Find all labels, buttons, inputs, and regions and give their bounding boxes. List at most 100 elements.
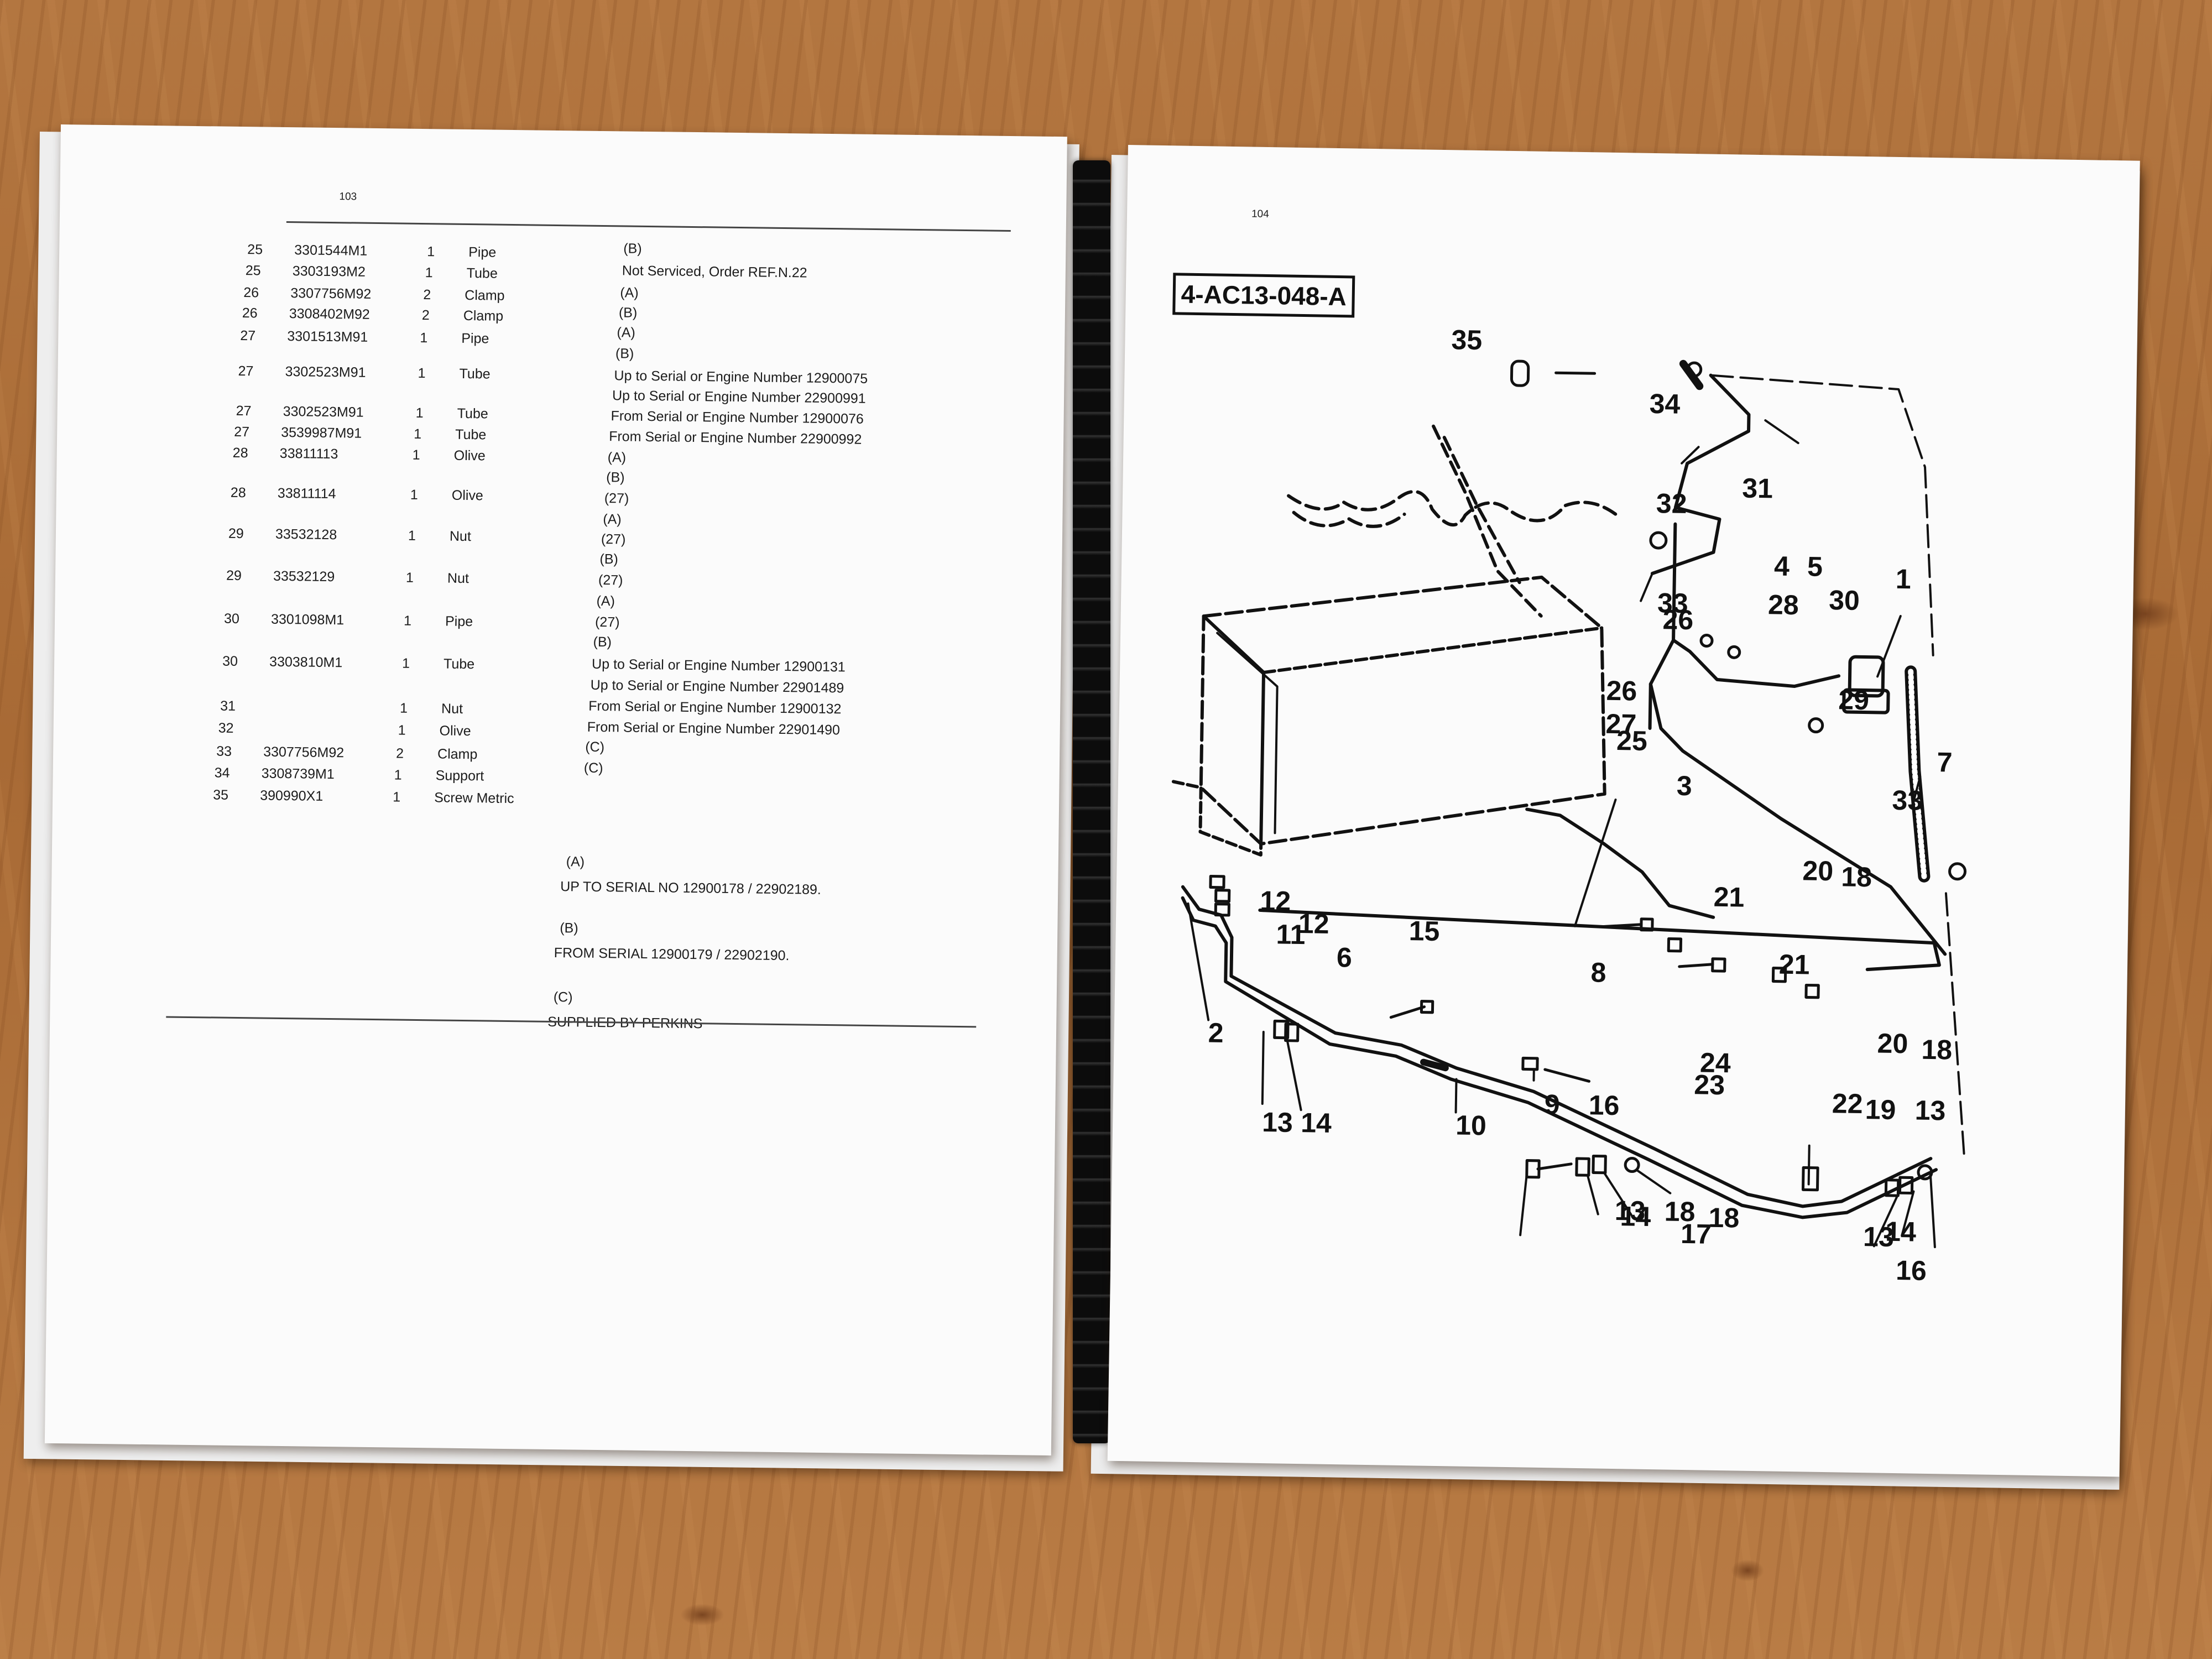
remark-line: Up to Serial or Engine Number 12900131 [591, 656, 846, 675]
part-qty: 1 [414, 426, 422, 442]
part-number: 3301098M1 [270, 611, 345, 628]
callout-10: 10 [1455, 1110, 1486, 1141]
part-ref: 29 [226, 567, 242, 584]
header-rule [286, 221, 1011, 232]
callout-26: 26 [1606, 675, 1637, 707]
remark-line: From Serial or Engine Number 12900076 [611, 408, 864, 427]
callout-22: 22 [1832, 1088, 1863, 1119]
callout-15: 15 [1408, 915, 1439, 947]
callout-21: 21 [1713, 881, 1744, 913]
part-ref: 26 [242, 305, 258, 321]
remark-line: (27) [598, 572, 623, 588]
part-ref: 26 [243, 285, 259, 301]
part-description: Tube [455, 426, 487, 443]
remark-line: (B) [615, 346, 634, 362]
main-fuel-line [1181, 807, 1941, 1219]
remarks-column: (B)Not Serviced, Order REF.N.22(A)(B)(A)… [61, 124, 1067, 776]
remark-line: From Serial or Engine Number 12900132 [588, 698, 842, 717]
remark-line: (B) [618, 305, 638, 321]
callout-18: 18 [1841, 861, 1872, 893]
callout-3: 3 [1676, 770, 1692, 801]
callout-20: 20 [1802, 855, 1833, 886]
part-qty: 1 [394, 767, 402, 783]
part-description: Olive [451, 487, 483, 504]
part-ref: 33 [216, 743, 232, 759]
part-ref: 27 [238, 363, 254, 379]
leak-off-line [1648, 638, 1947, 956]
footnote-key: (C) [553, 989, 573, 1005]
part-ref: 34 [214, 765, 230, 781]
part-number: 33811114 [277, 485, 336, 502]
part-description: Pipe [461, 330, 489, 347]
footnote-text: UP TO SERIAL NO 12900178 / 22902189. [560, 879, 821, 898]
part-description: Nut [441, 701, 463, 717]
clamps-and-bolts [1209, 359, 1967, 1197]
diagram-page: 104 4-AC13-048-A [1107, 145, 2140, 1477]
part-qty: 1 [408, 528, 416, 544]
remark-line: (C) [585, 739, 605, 755]
part-ref: 29 [228, 525, 244, 542]
callout-21: 21 [1778, 949, 1809, 980]
part-qty: 1 [418, 365, 426, 382]
callout-14: 14 [1301, 1107, 1332, 1139]
part-qty: 1 [401, 655, 410, 671]
part-qty: 1 [399, 700, 408, 716]
callout-33: 33 [1657, 587, 1688, 619]
footnote-text: FROM SERIAL 12900179 / 22902190. [554, 945, 790, 964]
part-description: Olive [439, 723, 471, 739]
part-ref: 27 [234, 424, 250, 440]
part-number: 33532128 [275, 526, 337, 543]
part-description: Screw Metric [434, 790, 514, 807]
part-description: Olive [453, 447, 486, 464]
part-ref: 30 [222, 653, 238, 669]
part-ref: 25 [247, 242, 263, 258]
part-description: Pipe [445, 613, 473, 630]
part-ref: 28 [232, 445, 248, 461]
part-description: Clamp [465, 287, 505, 304]
page-number: 103 [339, 191, 357, 203]
part-qty: 1 [393, 789, 401, 805]
part-number: 3301513M91 [287, 328, 368, 345]
remark-line: (B) [593, 634, 612, 650]
callout-4: 4 [1774, 550, 1790, 581]
part-qty: 1 [412, 447, 420, 463]
callout-18: 18 [1664, 1196, 1695, 1227]
callout-31: 31 [1742, 473, 1773, 504]
footnote-key: (B) [560, 920, 578, 936]
part-ref: 27 [236, 403, 252, 419]
part-qty: 2 [423, 287, 431, 303]
callout-13: 13 [1614, 1195, 1645, 1227]
callout-33: 33 [1892, 785, 1923, 816]
part-qty: 1 [398, 722, 406, 738]
part-qty: 1 [420, 330, 428, 346]
callout-29: 29 [1838, 684, 1869, 716]
callout-28: 28 [1768, 589, 1799, 620]
callout-27: 27 [1605, 708, 1636, 740]
callout-32: 32 [1656, 488, 1687, 519]
callout-26: 26 [1662, 604, 1693, 635]
engine-outline [1287, 424, 1622, 618]
remark-line: From Serial or Engine Number 22900992 [609, 429, 862, 447]
callout-9: 9 [1544, 1089, 1560, 1120]
callout-8: 8 [1590, 957, 1606, 988]
part-ref: 32 [218, 720, 234, 736]
part-qty: 2 [395, 745, 404, 761]
fuel-filter [1842, 655, 1890, 714]
callout-35: 35 [1451, 324, 1482, 356]
part-ref: 28 [230, 484, 246, 501]
comb-binding [1073, 160, 1110, 1443]
part-number: 3302523M91 [285, 363, 366, 380]
part-description: Clamp [463, 307, 504, 324]
part-description: Nut [449, 528, 472, 545]
remark-line: Not Serviced, Order REF.N.22 [622, 263, 807, 281]
